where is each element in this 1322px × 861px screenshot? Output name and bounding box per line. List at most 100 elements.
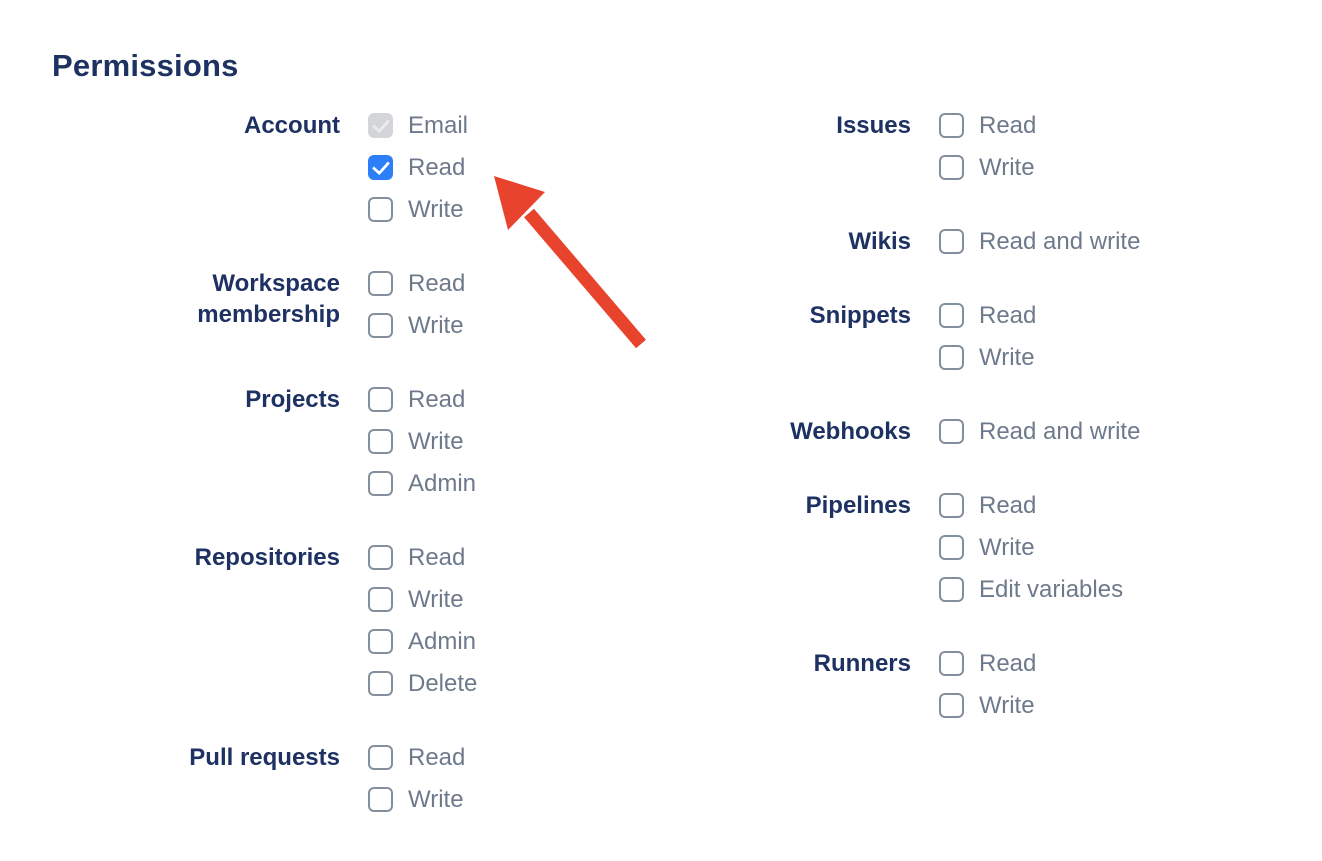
option-label-projects-admin[interactable]: Admin [408,470,477,497]
group-label-repositories: Repositories [194,544,340,571]
checkbox-snippets-write[interactable] [939,345,964,370]
option-row-projects-read[interactable]: Read [368,387,476,412]
checkbox-snippets-read[interactable] [939,303,964,328]
option-label-account-write[interactable]: Write [408,196,464,223]
option-row-repositories-read[interactable]: Read [368,545,477,570]
checkbox-account-email [368,113,393,138]
option-label-issues-write[interactable]: Write [979,154,1035,181]
option-row-runners-write[interactable]: Write [939,693,1036,718]
option-row-pipelines-edit-variables[interactable]: Edit variables [939,577,1123,602]
option-label-workspace-membership-read[interactable]: Read [408,270,466,297]
checkbox-pull-requests-read[interactable] [368,745,393,770]
checkbox-workspace-membership-read[interactable] [368,271,393,296]
option-label-snippets-write[interactable]: Write [979,344,1035,371]
option-label-repositories-read[interactable]: Read [408,544,466,571]
option-label-webhooks-read-and-write[interactable]: Read and write [979,418,1141,445]
option-label-runners-write[interactable]: Write [979,692,1035,719]
checkbox-projects-write[interactable] [368,429,393,454]
checkbox-repositories-admin[interactable] [368,629,393,654]
group-label-workspace-membership: Workspace membership [197,270,340,328]
option-row-issues-read[interactable]: Read [939,113,1036,138]
option-row-repositories-delete[interactable]: Delete [368,671,477,696]
option-row-projects-write[interactable]: Write [368,429,476,454]
option-label-issues-read[interactable]: Read [979,112,1037,139]
option-row-account-write[interactable]: Write [368,197,468,222]
checkbox-webhooks-read-and-write[interactable] [939,419,964,444]
option-label-projects-read[interactable]: Read [408,386,466,413]
option-row-pull-requests-write[interactable]: Write [368,787,465,812]
group-label-snippets: Snippets [809,302,911,329]
checkbox-account-read[interactable] [368,155,393,180]
option-row-issues-write[interactable]: Write [939,155,1036,180]
option-row-wikis-read-and-write[interactable]: Read and write [939,229,1140,254]
checkbox-projects-admin[interactable] [368,471,393,496]
option-label-wikis-read-and-write[interactable]: Read and write [979,228,1141,255]
option-label-workspace-membership-write[interactable]: Write [408,312,464,339]
option-label-repositories-write[interactable]: Write [408,586,464,613]
checkbox-workspace-membership-write[interactable] [368,313,393,338]
option-label-repositories-admin[interactable]: Admin [408,628,477,655]
checkbox-issues-write[interactable] [939,155,964,180]
option-row-workspace-membership-write[interactable]: Write [368,313,465,338]
option-label-projects-write[interactable]: Write [408,428,464,455]
option-row-workspace-membership-read[interactable]: Read [368,271,465,296]
group-label-projects: Projects [245,386,340,413]
checkbox-account-write[interactable] [368,197,393,222]
checkbox-wikis-read-and-write[interactable] [939,229,964,254]
checkbox-runners-read[interactable] [939,651,964,676]
option-row-webhooks-read-and-write[interactable]: Read and write [939,419,1140,444]
checkbox-runners-write[interactable] [939,693,964,718]
option-row-pipelines-write[interactable]: Write [939,535,1123,560]
option-label-pipelines-read[interactable]: Read [979,492,1037,519]
option-label-pull-requests-write[interactable]: Write [408,786,464,813]
option-row-account-email: Email [368,113,468,138]
option-row-snippets-read[interactable]: Read [939,303,1036,328]
checkbox-issues-read[interactable] [939,113,964,138]
checkbox-repositories-delete[interactable] [368,671,393,696]
option-label-account-read[interactable]: Read [408,154,466,181]
checkbox-pipelines-read[interactable] [939,493,964,518]
option-label-account-email: Email [408,112,469,139]
option-label-pipelines-write[interactable]: Write [979,534,1035,561]
option-row-pull-requests-read[interactable]: Read [368,745,465,770]
checkbox-projects-read[interactable] [368,387,393,412]
option-label-repositories-delete[interactable]: Delete [408,670,478,697]
option-row-projects-admin[interactable]: Admin [368,471,476,496]
option-row-snippets-write[interactable]: Write [939,345,1036,370]
checkbox-pull-requests-write[interactable] [368,787,393,812]
checkbox-repositories-read[interactable] [368,545,393,570]
checkbox-repositories-write[interactable] [368,587,393,612]
group-options-webhooks: Read and write [939,419,1140,461]
option-row-account-read[interactable]: Read [368,155,468,180]
checkbox-pipelines-edit-variables[interactable] [939,577,964,602]
option-label-runners-read[interactable]: Read [979,650,1037,677]
option-label-pull-requests-read[interactable]: Read [408,744,466,771]
option-label-snippets-read[interactable]: Read [979,302,1037,329]
checkbox-pipelines-write[interactable] [939,535,964,560]
option-row-pipelines-read[interactable]: Read [939,493,1123,518]
group-label-runners: Runners [813,650,911,677]
group-label-pipelines: Pipelines [805,492,911,519]
option-row-repositories-admin[interactable]: Admin [368,629,477,654]
option-row-runners-read[interactable]: Read [939,651,1036,676]
group-label-issues: Issues [836,112,911,139]
option-label-pipelines-edit-variables[interactable]: Edit variables [979,576,1124,603]
option-row-repositories-write[interactable]: Write [368,587,477,612]
